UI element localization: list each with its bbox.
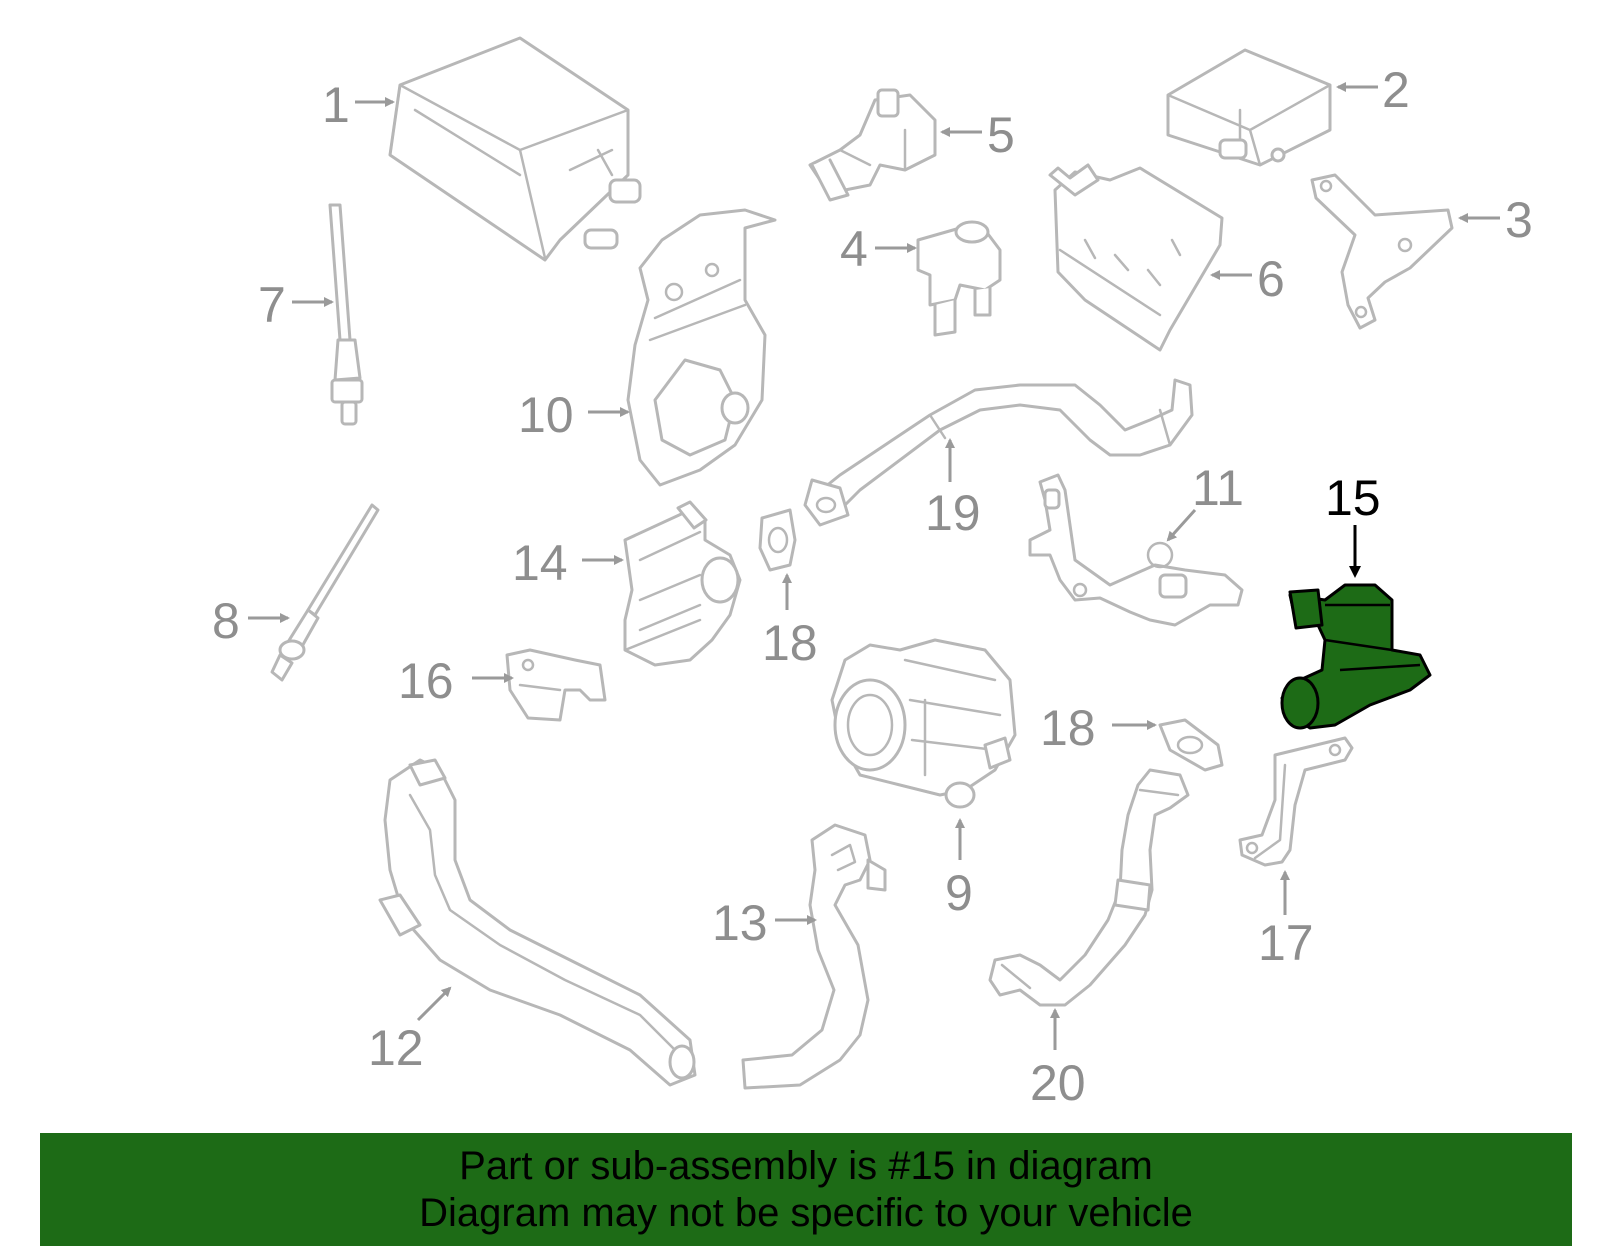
callout-6: 6 <box>1257 251 1285 307</box>
callout-17: 17 <box>1258 915 1314 971</box>
part-14-valve[interactable] <box>623 500 742 667</box>
part-3-bracket[interactable] <box>1310 173 1454 330</box>
callout-15: 15 <box>1325 470 1381 526</box>
part-13-hose[interactable] <box>741 823 887 1090</box>
part-4-valve[interactable] <box>916 220 1002 337</box>
callout-4: 4 <box>840 221 868 277</box>
banner-line-2: Diagram may not be specific to your vehi… <box>419 1190 1193 1235</box>
banner-line-1: Part or sub-assembly is #15 in diagram <box>459 1143 1153 1188</box>
callout-9: 9 <box>945 865 973 921</box>
part-1-canister[interactable] <box>388 36 642 262</box>
callout-1: 1 <box>322 77 350 133</box>
part-8-sensor[interactable] <box>270 503 380 682</box>
callout-19: 19 <box>925 485 981 541</box>
part-5-valve[interactable] <box>808 88 937 202</box>
callout-18-upper: 18 <box>762 615 818 671</box>
part-2-module[interactable] <box>1166 48 1332 167</box>
callout-12: 12 <box>368 1020 424 1076</box>
part-11-bracket[interactable] <box>1028 473 1244 627</box>
part-20-pipe[interactable] <box>988 768 1190 1007</box>
part-19-pipe[interactable] <box>803 378 1194 527</box>
callout-20: 20 <box>1030 1055 1086 1111</box>
part-12-pipe[interactable] <box>378 758 697 1087</box>
part-9-air-pump[interactable] <box>830 638 1017 809</box>
part-17-bracket[interactable] <box>1238 736 1354 867</box>
callout-labels: 1 2 3 4 5 6 7 8 9 10 11 12 13 14 15 16 1… <box>212 62 1533 1111</box>
part-7-sensor[interactable] <box>328 203 364 426</box>
callout-11: 11 <box>1192 460 1244 516</box>
callout-7: 7 <box>258 277 286 333</box>
info-banner: Part or sub-assembly is #15 in diagram D… <box>40 1133 1572 1246</box>
part-16-bracket[interactable] <box>505 648 607 722</box>
callout-2: 2 <box>1382 62 1410 118</box>
callout-3: 3 <box>1505 192 1533 248</box>
part-18-gasket-lower[interactable] <box>1158 718 1224 772</box>
callout-13: 13 <box>712 895 768 951</box>
callout-8: 8 <box>212 593 240 649</box>
callout-10: 10 <box>518 387 574 443</box>
part-18-gasket-upper[interactable] <box>758 508 797 572</box>
parts-diagram: 1 2 3 4 5 6 7 8 9 10 11 12 13 14 15 16 1… <box>212 36 1533 1111</box>
part-10-cover[interactable] <box>626 208 777 487</box>
leader-lines <box>248 82 1500 1050</box>
callout-18-lower: 18 <box>1040 700 1096 756</box>
callout-16: 16 <box>398 653 454 709</box>
callout-5: 5 <box>987 107 1015 163</box>
part-15-highlighted[interactable] <box>1280 583 1432 730</box>
part-6-module[interactable] <box>1048 163 1224 352</box>
callout-14: 14 <box>512 535 568 591</box>
